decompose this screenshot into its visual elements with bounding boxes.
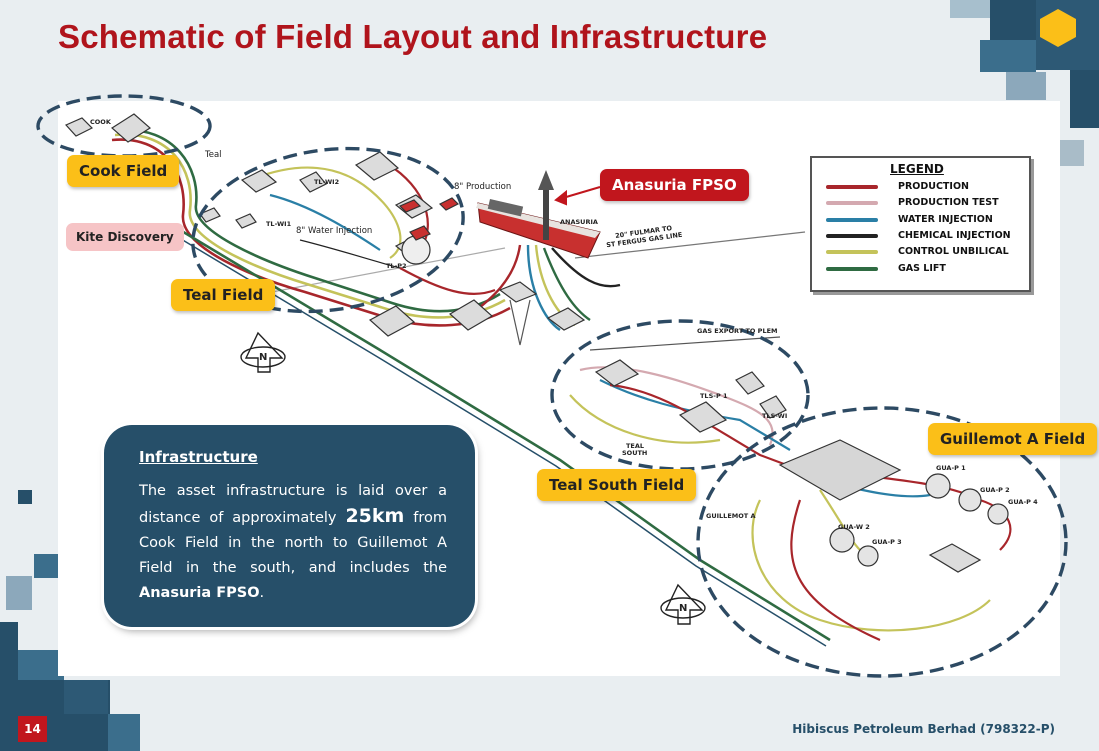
corner-mosaic-bottom-left: [0, 480, 140, 751]
label-guillemot-a: GUILLEMOT A: [706, 512, 756, 520]
label-teal: Teal: [205, 150, 222, 160]
label-gua-p3: GUA-P 3: [872, 538, 902, 546]
north-label-2: N: [679, 603, 688, 614]
label-teal-south-1: TEAL: [626, 442, 645, 450]
legend-swatch: [826, 234, 878, 238]
legend-swatch: [826, 185, 878, 189]
legend-swatch: [826, 267, 878, 271]
label-tls-p1: TLS-P 1: [700, 392, 728, 400]
gas-line-fulmar: [574, 231, 806, 259]
label-tl-wi1: TL-WI1: [266, 220, 292, 228]
ring-teal: [191, 146, 465, 314]
callout-cook-field: Cook Field: [67, 155, 180, 187]
label-anasuria: ANASURIA: [560, 218, 598, 226]
callout-teal-field: Teal Field: [171, 279, 276, 311]
infobox-body: The asset infrastructure is laid over a …: [139, 483, 447, 601]
slide-title: Schematic of Field Layout and Infrastruc…: [58, 18, 768, 55]
legend-title: LEGEND: [890, 162, 944, 176]
logo-hexagon: [1040, 9, 1076, 47]
callout-kite-discovery: Kite Discovery: [66, 223, 184, 251]
riser-bundle: [469, 244, 621, 346]
infobox-heading: Infrastructure: [139, 448, 258, 466]
label-tl-p2: TL-P2: [386, 262, 407, 270]
label-8in-water-injection: 8" Water Injection: [296, 226, 373, 236]
north-label-1: N: [259, 352, 268, 363]
ring-guillemot: [696, 406, 1068, 678]
distance-value: 25km: [345, 505, 405, 527]
label-8in-production: 8" Production: [454, 182, 512, 192]
label-cook: COOK: [90, 118, 111, 126]
label-tl-wi2: TL-WI2: [314, 178, 340, 186]
label-tls-wi: TLS-WI: [762, 412, 788, 420]
legend-swatch: [826, 218, 878, 222]
page-number: 14: [18, 716, 47, 742]
legend-swatch: [826, 201, 878, 205]
fpso-name: Anasuria FPSO: [139, 585, 260, 601]
legend: LEGEND PRODUCTION PRODUCTION TEST WATER …: [810, 156, 1031, 292]
callout-guillemot-a-field: Guillemot A Field: [928, 423, 1098, 455]
fpso-vessel: [476, 170, 601, 259]
infrastructure-infobox: Infrastructure The asset infrastructure …: [104, 425, 475, 627]
footer-company: Hibiscus Petroleum Berhad (798322-P): [792, 722, 1055, 736]
north-arrows: [240, 331, 706, 625]
label-teal-south-2: SOUTH: [622, 449, 648, 457]
label-gua-p1: GUA-P 1: [936, 464, 966, 472]
callout-teal-south-field: Teal South Field: [537, 469, 697, 501]
ring-teal-south: [550, 319, 810, 471]
label-gua-p4: GUA-P 4: [1008, 498, 1038, 506]
label-gua-p2: GUA-P 2: [980, 486, 1010, 494]
gas-export-line: [589, 336, 781, 351]
legend-swatch: [826, 250, 878, 254]
subsea-structures: [64, 113, 1009, 573]
gas-line-west: [239, 247, 506, 299]
callout-connectors: [554, 186, 601, 206]
label-gua-w2: GUA-W 2: [838, 523, 870, 531]
label-gas-export: GAS EXPORT TO PLEM: [697, 327, 778, 335]
callout-anasuria-fpso: Anasuria FPSO: [600, 169, 749, 201]
